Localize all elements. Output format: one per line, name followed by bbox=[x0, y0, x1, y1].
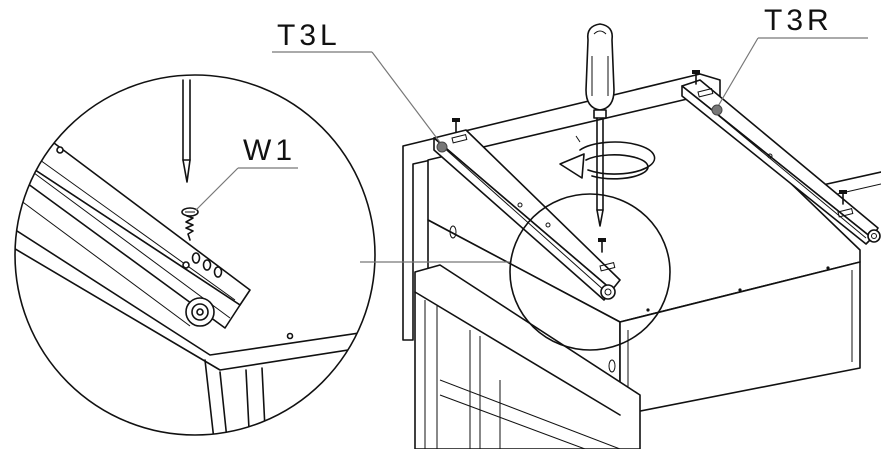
label-t3r-group: T3R bbox=[711, 4, 868, 116]
rail-t3l bbox=[433, 129, 621, 301]
label-t3r: T3R bbox=[764, 4, 833, 37]
carcass-lower bbox=[414, 264, 641, 449]
cabinet-drawing bbox=[402, 23, 881, 449]
screwdriver bbox=[585, 23, 615, 227]
label-w1-group: W1 bbox=[195, 134, 298, 211]
screw-main-4 bbox=[598, 238, 606, 253]
screw-main-2 bbox=[692, 70, 700, 85]
rotation-arrow bbox=[559, 135, 656, 180]
label-t3l-group: T3L bbox=[272, 19, 448, 153]
zoom-target-circle bbox=[509, 193, 671, 351]
screw-main-1 bbox=[452, 118, 460, 133]
rail-t3r bbox=[681, 79, 881, 245]
label-w1: W1 bbox=[243, 134, 296, 167]
label-t3l: T3L bbox=[277, 19, 341, 52]
detail-zoom bbox=[14, 74, 376, 436]
screw-main-3 bbox=[839, 190, 847, 205]
screw-w1 bbox=[181, 207, 199, 241]
detail-circle-border bbox=[14, 74, 376, 436]
